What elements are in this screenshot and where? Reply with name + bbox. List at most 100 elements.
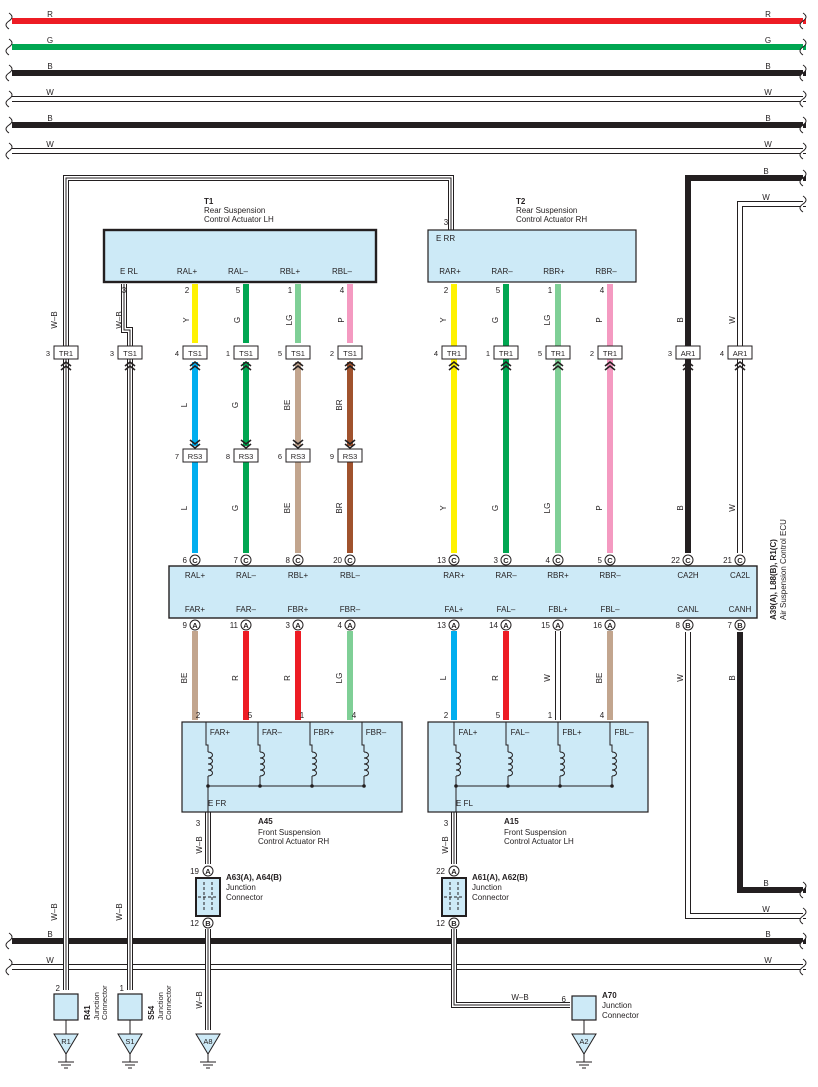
bus-top-0-label-right: R	[765, 10, 771, 19]
r41-body	[53, 993, 79, 1021]
ground-r1-label: R1	[61, 1037, 71, 1046]
connector-tr1-9-pin: 2	[590, 349, 594, 358]
connector-rs3-0-code: RS3	[188, 452, 203, 461]
ground-s1-label: S1	[125, 1037, 134, 1046]
ecu-bottom-pin-num-1: 11	[230, 621, 239, 630]
connector-chevron-icon	[240, 439, 252, 450]
connector-tr1-7-pin: 1	[486, 349, 490, 358]
a15-pin-0: 2	[444, 711, 449, 720]
component-t2-term-3: RBR–	[595, 267, 617, 276]
a15-pin-3: 4	[600, 711, 605, 720]
a45-pin-0: 2	[196, 711, 201, 720]
a45-term-1: FAR–	[262, 728, 283, 737]
bus-top-1-label-right: G	[765, 36, 771, 45]
ecu-top-term-5: RAR–	[495, 571, 517, 580]
ecu-top-term-8: CA2H	[677, 571, 699, 580]
component-t2-ground: E RR	[436, 234, 455, 243]
connector-ts1-4-code: TS1	[291, 349, 305, 358]
a45-junction-dot-3	[362, 784, 366, 788]
bus-top-2-label-right: B	[765, 62, 770, 71]
ecu-bottom-pin-8	[682, 619, 694, 631]
a15-lead-0	[453, 722, 457, 752]
connector-ts1-4-pin: 5	[278, 349, 282, 358]
ecu-top-pin-6	[552, 554, 564, 566]
connector-rs3-3-pin: 9	[330, 452, 334, 461]
r41-pin: 2	[56, 984, 61, 993]
ecu-bottom-pin-7-letter: A	[607, 621, 613, 630]
jc-l-code: A61(A), A62(B)	[472, 873, 528, 882]
ground-a8-triangle	[195, 1033, 221, 1055]
a15-term-1: FAL–	[511, 728, 530, 737]
wire-break-icon	[799, 64, 807, 82]
a70-pin: 6	[562, 995, 567, 1004]
ecu-top-pin-9	[734, 554, 746, 566]
ecu-bottom-term-1: FAR–	[236, 605, 257, 614]
connector-chevron-icon	[292, 360, 304, 371]
ecu-top-pin-0-letter: C	[192, 556, 198, 565]
component-t1-name2: Control Actuator LH	[204, 215, 274, 224]
component-t2-name: Rear Suspension	[516, 206, 577, 215]
a45-junction-dot-1	[258, 784, 262, 788]
s54-pin: 1	[120, 984, 125, 993]
ecu-bottom-pin-7	[604, 619, 616, 631]
connector-ts1-5	[337, 345, 363, 360]
r41-name: Junction	[92, 992, 101, 1020]
ecu-top-term-4: RAR+	[443, 571, 465, 580]
wire-label-r41: W–B	[50, 903, 59, 920]
wire-label-a8: W–B	[195, 991, 204, 1008]
bus-right-0: B	[763, 167, 768, 176]
ecu-top-pin-num-3: 20	[333, 556, 342, 565]
wire-label-front-1: R	[231, 675, 240, 681]
r41-code: R41	[83, 1005, 92, 1020]
component-ecu	[168, 565, 758, 619]
wire-break-icon	[799, 195, 807, 213]
ecu-top-pin-9-letter: C	[737, 556, 743, 565]
wire-label-t2-3: P	[595, 317, 604, 322]
jc-r-wire-top-label: W–B	[195, 836, 204, 853]
a15-pin-1: 5	[496, 711, 501, 720]
connector-rs3-1-code: RS3	[239, 452, 254, 461]
wire-label-front-6: W	[543, 674, 552, 682]
ecu-bottom-pin-num-2: 3	[286, 621, 291, 630]
a45-lead-2	[309, 722, 313, 752]
jc-l-pin-b	[448, 917, 460, 929]
wire-canl	[686, 632, 806, 918]
a70-name: Junction	[602, 1001, 632, 1010]
wire-label-a70: W–B	[511, 993, 528, 1002]
connector-rs3-3-code: RS3	[343, 452, 358, 461]
ecu-bottom-term-7: FBL–	[600, 605, 620, 614]
ecu-bottom-term-5: FAL–	[497, 605, 516, 614]
ecu-top-pin-4	[448, 554, 460, 566]
wire-label-t1-1: G	[233, 317, 242, 323]
jc-r-code: A63(A), A64(B)	[226, 873, 282, 882]
r41-name2: Connector	[100, 985, 109, 1020]
a70-name2: Connector	[602, 1011, 639, 1020]
wire-label-front-3: LG	[335, 673, 344, 684]
wire-label-ar1-low-w: W	[728, 504, 737, 512]
a15-name2: Control Actuator LH	[504, 837, 574, 846]
wire-label-t2-low-1: G	[491, 505, 500, 511]
ecu-top-pin-num-6: 4	[546, 556, 551, 565]
component-t1	[102, 228, 378, 284]
ecu-bottom-pin-4	[448, 619, 460, 631]
ecu-top-pin-8-letter: C	[685, 556, 691, 565]
wire-canl-outline	[685, 632, 806, 919]
a15-term-0: FAL+	[459, 728, 478, 737]
jc-r-pin-a-num: 19	[190, 867, 199, 876]
bus-top-2-label-left: B	[47, 62, 52, 71]
component-t1-name: Rear Suspension	[204, 206, 265, 215]
connector-tr1-6-code: TR1	[447, 349, 461, 358]
a45-ground-pin: 3	[196, 819, 201, 828]
a45-term-0: FAR+	[210, 728, 231, 737]
connector-ar1-10	[675, 345, 701, 360]
wire-label-t2-2: LG	[543, 315, 552, 326]
ecu-bottom-pin-9	[734, 619, 746, 631]
ecu-top-pin-0	[189, 554, 201, 566]
ecu-bottom-pin-3	[344, 619, 356, 631]
ecu-top-pin-2-letter: C	[295, 556, 301, 565]
a15-coil-icon-3	[611, 751, 617, 777]
a70-code: A70	[602, 991, 617, 1000]
a45-name2: Control Actuator RH	[258, 837, 329, 846]
component-t1-pin-1: 5	[236, 286, 241, 295]
